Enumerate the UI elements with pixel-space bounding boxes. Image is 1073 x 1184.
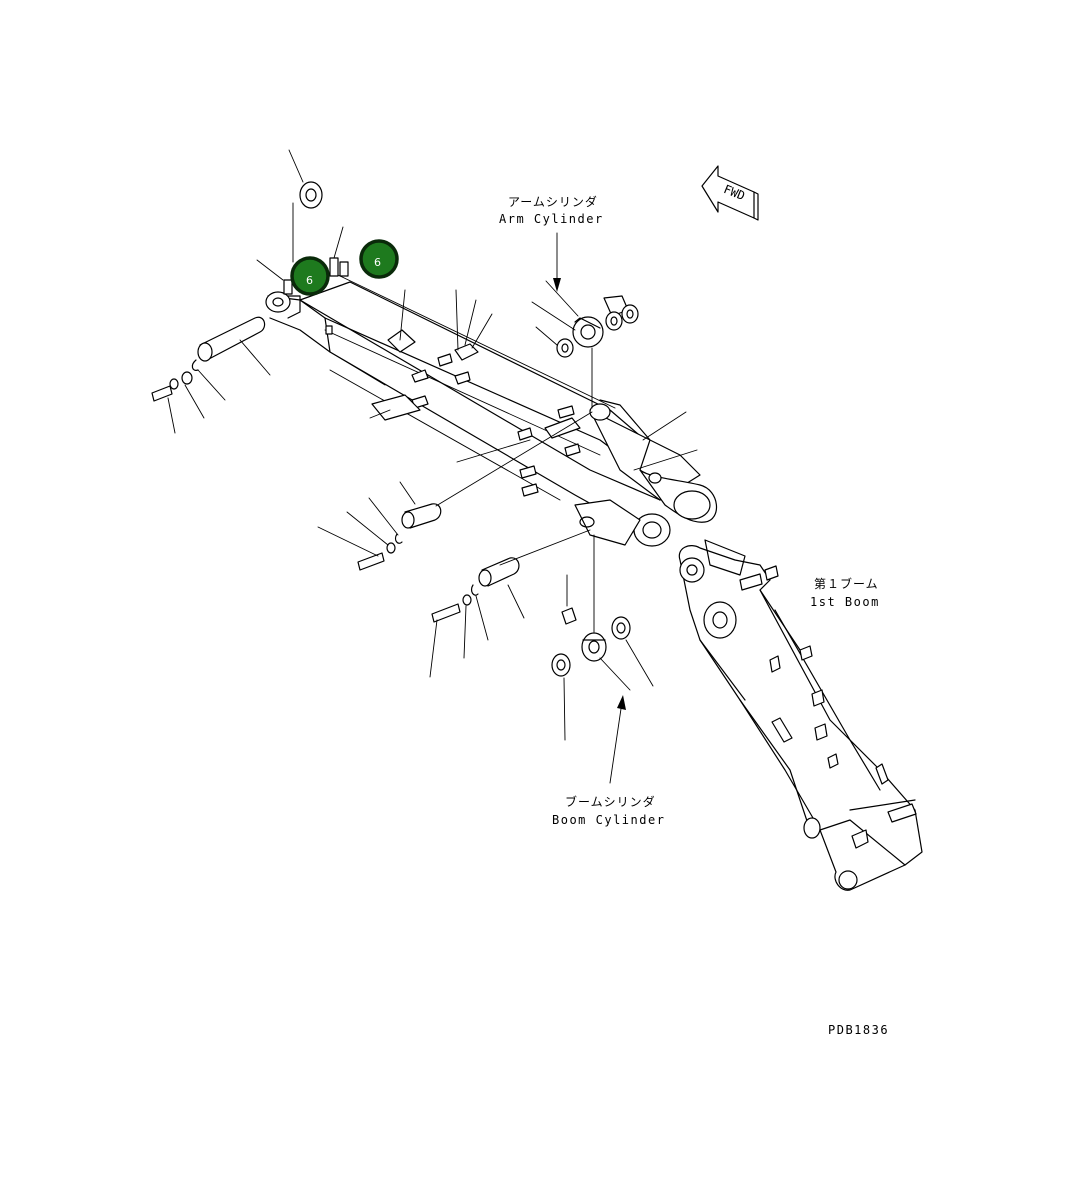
arm-assembly [265,257,718,547]
first-boom-label-jp: 第１ブーム [814,576,879,591]
boom-cylinder-label-jp: ブームシリンダ [565,794,656,809]
arm-cylinder-label-en: Arm Cylinder [499,212,604,226]
callout-marker[interactable]: 6 [290,256,330,296]
boom-cylinder-parts [551,534,654,784]
callout-marker-circle[interactable] [290,256,330,296]
drawing-code: PDB1836 [828,1023,889,1037]
arm-cylinder-parts [531,232,639,409]
rear-pin-group [151,316,271,434]
callout-marker[interactable]: 6 [359,239,399,279]
callout-marker-circle[interactable] [359,239,399,279]
callout-marker-label: 6 [306,274,313,287]
top-washer-group [256,149,616,419]
callout-marker-label: 6 [374,256,381,269]
mid-pin-group [317,411,698,571]
arm-cylinder-label-jp: アームシリンダ [508,194,598,209]
fwd-direction-arrow: FWD [701,165,759,221]
boom-cylinder-label-en: Boom Cylinder [552,813,665,827]
lower-pin-group [429,529,591,678]
first-boom [678,539,923,891]
first-boom-label-en: 1st Boom [810,595,880,609]
